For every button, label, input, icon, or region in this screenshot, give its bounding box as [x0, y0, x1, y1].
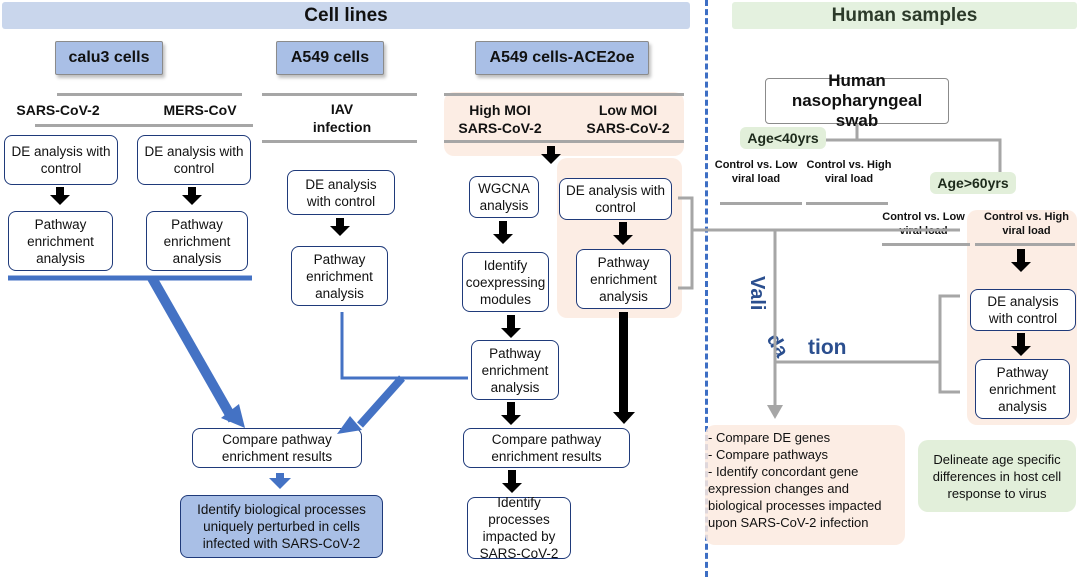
- compare-left-box: Compare pathway enrichment results: [192, 428, 362, 468]
- age-young-pill: Age<40yrs: [740, 127, 826, 149]
- section-divider: [705, 0, 708, 577]
- young-high-label: Control vs. High viral load: [806, 159, 892, 185]
- ace2oe-processes-box: Identify processes impacted by SARS-CoV-…: [467, 495, 571, 561]
- a549-pathway-box: Pathway enrichment analysis: [291, 246, 388, 306]
- coexpressing-modules-box: Identify coexpressing modules: [462, 252, 549, 312]
- ace2oe-compare-box: Compare pathway enrichment results: [463, 428, 630, 468]
- calu3-sars-pathway-box: Pathway enrichment analysis: [8, 211, 113, 271]
- a549-bottom-line: [262, 140, 417, 143]
- calu3-sars-label: SARS-CoV-2: [16, 102, 100, 118]
- validation-horizontal-text: tion: [808, 336, 847, 359]
- young-high-line: [806, 202, 888, 205]
- bullet-item: - Identify concordant gene: [708, 464, 859, 479]
- human-samples-header: Human samples: [732, 2, 1077, 29]
- old-high-line: [975, 243, 1075, 246]
- calu3-mers-de-box: DE analysis with control: [137, 135, 251, 185]
- bullet-item: - Compare DE genes: [708, 430, 831, 445]
- bullets-highlight: [705, 425, 905, 545]
- bullet-item: expression changes and: [708, 481, 849, 496]
- a549-title: A549 cells: [276, 41, 384, 75]
- bullet-item: - Compare pathways: [708, 447, 828, 462]
- ace2oe-de-box: DE analysis with control: [559, 178, 672, 220]
- black-arrows: [50, 146, 1031, 493]
- ace2oe-title: A549 cells-ACE2oe: [475, 41, 649, 75]
- wgcna-box: WGCNA analysis: [469, 176, 539, 218]
- delineate-box: Delineate age specific differences in ho…: [918, 440, 1076, 512]
- wgcna-pathway-box: Pathway enrichment analysis: [471, 340, 559, 400]
- young-low-label: Control vs. Low viral load: [714, 159, 798, 185]
- a549-iav-label: IAV infection: [312, 101, 372, 135]
- low-moi-label: Low MOI SARS-CoV-2: [586, 102, 670, 136]
- human-de-box: DE analysis with control: [970, 289, 1076, 331]
- ace2oe-pathway-box: Pathway enrichment analysis: [576, 249, 671, 309]
- age-old-pill: Age>60yrs: [930, 172, 1016, 194]
- identify-unique-box: Identify biological processes uniquely p…: [180, 495, 383, 558]
- validation-bullets: - Compare DE genes - Compare pathways - …: [708, 429, 881, 531]
- swab-box: Human nasopharyngeal swab: [765, 71, 949, 130]
- bullet-item: biological processes impacted: [708, 498, 882, 513]
- calu3-mers-label: MERS-CoV: [163, 102, 237, 118]
- old-low-line: [882, 243, 970, 246]
- ace2oe-bottom-line: [444, 140, 684, 143]
- calu3-bottom-line: [35, 124, 253, 127]
- ace2oe-top-line: [444, 93, 684, 96]
- cell-lines-header: Cell lines: [2, 2, 690, 29]
- calu3-sars-de-box: DE analysis with control: [4, 135, 118, 185]
- high-moi-label: High MOI SARS-CoV-2: [458, 102, 542, 136]
- calu3-title: calu3 cells: [55, 41, 163, 75]
- young-low-line: [720, 202, 802, 205]
- old-high-label: Control vs. High viral load: [984, 211, 1069, 237]
- moi-highlight: [444, 92, 684, 156]
- a549-de-box: DE analysis with control: [287, 170, 395, 215]
- calu3-mers-pathway-box: Pathway enrichment analysis: [146, 211, 248, 271]
- human-pathway-box: Pathway enrichment analysis: [975, 359, 1070, 419]
- calu3-top-line: [57, 93, 242, 96]
- bullet-item: upon SARS-CoV-2 infection: [708, 515, 869, 530]
- a549-top-line: [262, 93, 417, 96]
